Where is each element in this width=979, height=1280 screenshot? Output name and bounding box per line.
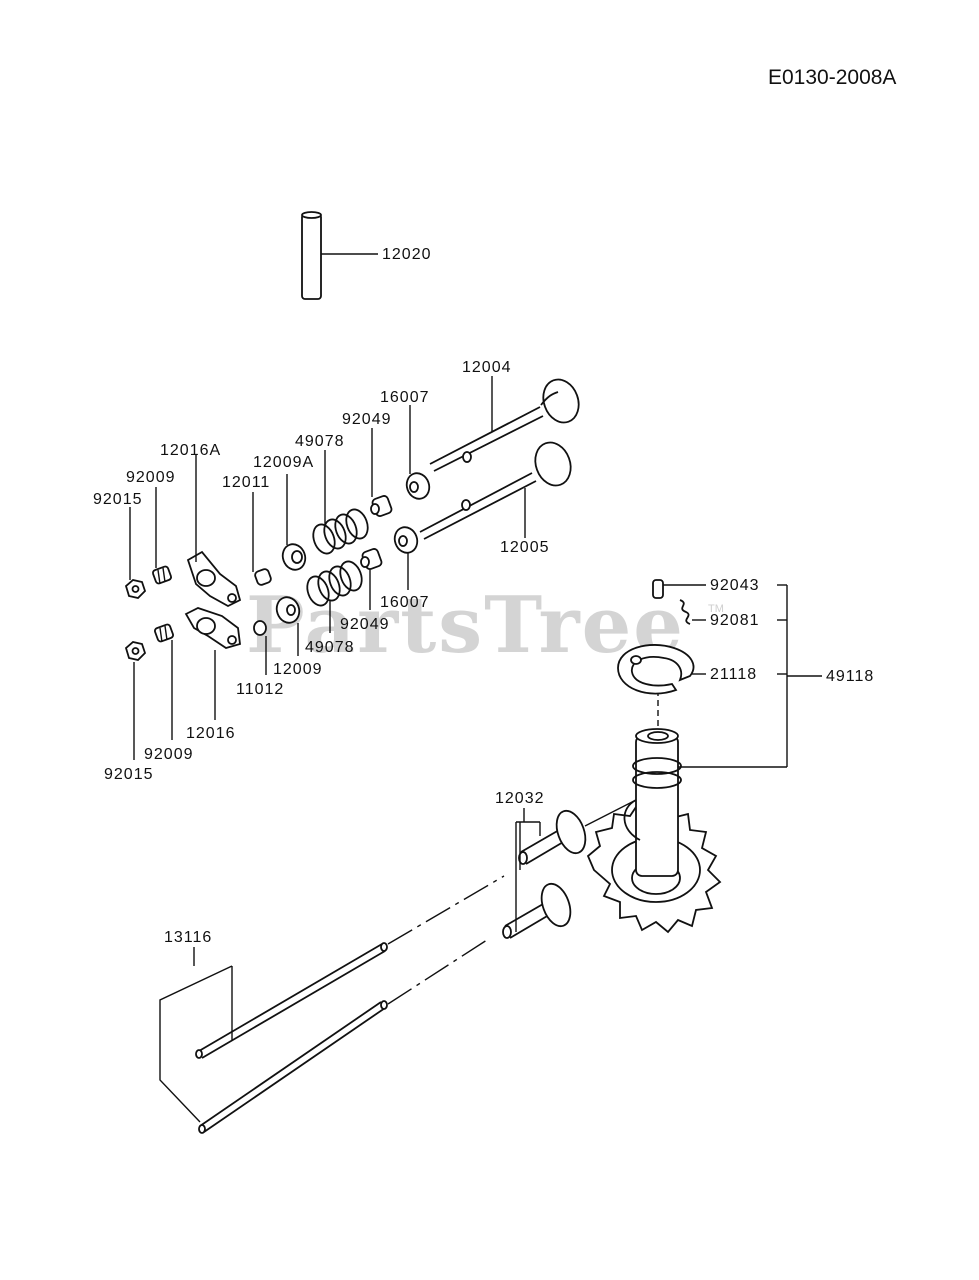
part-weight-21118[interactable]: [617, 644, 695, 695]
part-retainer-16007-bottom[interactable]: [391, 524, 421, 556]
part-12011[interactable]: [254, 568, 272, 586]
watermark: PartsTree: [246, 580, 685, 671]
callout-12020[interactable]: 12020: [382, 246, 432, 263]
part-nut-92015-bottom[interactable]: [124, 641, 147, 661]
part-tappet-12032-lower[interactable]: [502, 880, 576, 939]
callout-16007-top[interactable]: 16007: [380, 389, 430, 406]
part-camshaft[interactable]: [586, 690, 722, 934]
bracket-12032: [515, 808, 541, 932]
callout-12016[interactable]: 12016: [186, 725, 236, 742]
bracket-49118: [678, 584, 822, 768]
part-11012[interactable]: [253, 620, 267, 636]
part-valve-12005[interactable]: [419, 438, 576, 540]
callout-16007-bottom[interactable]: 16007: [380, 594, 430, 611]
callout-49078-top[interactable]: 49078: [295, 433, 345, 450]
callout-12005[interactable]: 12005: [500, 539, 550, 556]
callout-49118[interactable]: 49118: [826, 668, 874, 685]
part-rocker-arm-12016A[interactable]: [186, 550, 242, 608]
part-pushrod-13116-lower[interactable]: [198, 1000, 388, 1134]
callout-92009-top[interactable]: 92009: [126, 469, 176, 486]
callout-12009[interactable]: 12009: [273, 661, 323, 678]
part-nut-92015-top[interactable]: [124, 579, 147, 599]
bracket-13116: [159, 947, 233, 1123]
part-spring-92081[interactable]: [679, 599, 691, 625]
part-tappet-12032-upper[interactable]: [518, 799, 637, 865]
part-pin-12020[interactable]: [301, 211, 322, 300]
callout-12016A[interactable]: 12016A: [160, 442, 221, 459]
callout-92049-bottom[interactable]: 92049: [340, 616, 390, 633]
callout-11012[interactable]: 11012: [236, 681, 284, 698]
callout-12009A[interactable]: 12009A: [253, 454, 314, 471]
callout-92049-top[interactable]: 92049: [342, 411, 392, 428]
part-valve-12004[interactable]: [429, 375, 584, 472]
part-adjuster-92009-top[interactable]: [152, 565, 172, 585]
callout-92081[interactable]: 92081: [710, 612, 760, 629]
watermark-tm: TM: [708, 603, 724, 615]
part-collar-12009A[interactable]: [279, 541, 309, 573]
part-collar-12009[interactable]: [273, 594, 303, 626]
part-spring-49078-bottom[interactable]: [303, 558, 365, 608]
part-retainer-16007-top[interactable]: [403, 470, 433, 502]
part-seal-92049-top[interactable]: [370, 495, 393, 517]
part-seal-92049-bottom[interactable]: [360, 548, 383, 570]
callout-49078-bottom[interactable]: 49078: [305, 639, 355, 656]
callout-92015-top[interactable]: 92015: [93, 491, 143, 508]
part-pushrod-13116-upper[interactable]: [195, 942, 388, 1059]
callout-12011[interactable]: 12011: [222, 474, 270, 491]
part-adjuster-92009-bottom[interactable]: [154, 623, 174, 643]
callout-13116[interactable]: 13116: [164, 929, 212, 946]
callout-12032[interactable]: 12032: [495, 790, 545, 807]
callout-92015-bottom[interactable]: 92015: [104, 766, 154, 783]
part-rocker-arm-12016[interactable]: [184, 607, 241, 649]
callout-12004[interactable]: 12004: [462, 359, 512, 376]
diagram-code: E0130-2008A: [768, 66, 896, 89]
callout-21118[interactable]: 21118: [710, 666, 757, 683]
part-pin-92043[interactable]: [652, 579, 664, 599]
part-spring-49078-top[interactable]: [309, 506, 371, 556]
callout-92009-bottom[interactable]: 92009: [144, 746, 194, 763]
callout-92043[interactable]: 92043: [710, 577, 760, 594]
